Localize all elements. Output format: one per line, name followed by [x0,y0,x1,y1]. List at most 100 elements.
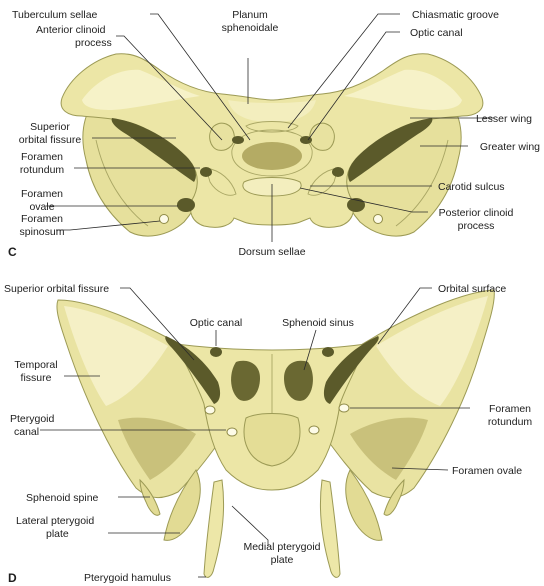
d-pterygoid-canal-left [226,427,238,437]
d-sphenoid-rostrum [243,413,301,467]
c-lesser-wing-right-highlight [344,69,462,110]
c-leader-anterior-clinoid [116,35,223,141]
c-pituitary-fossa [242,142,302,170]
c-label-foramen-rotundum-2: rotundum [20,164,65,176]
c-label-dorsum-sellae: Dorsum sellae [238,246,305,258]
c-label-foramen-spinosum-2: spinosum [20,226,65,238]
c-leader-chiasmatic [287,13,400,129]
d-label-pterygoid-canal-2: canal [14,426,39,438]
c-carotid-sulcus-right [307,167,339,196]
c-label-foramen-rotundum-1: Foramen [21,151,63,163]
d-label-optic-canal: Optic canal [190,317,243,329]
c-superior-orbital-fissure-left [111,118,196,182]
panel-c-illustration [60,53,484,237]
d-sphenoid-spine-right [383,478,405,516]
d-leader-superior-orbital [120,287,195,361]
d-superior-orbital-fissure-left [165,336,221,404]
c-foramen-ovale-left [177,198,195,212]
d-leader-foramen-ovale [391,467,449,471]
c-label-anterior-clinoid-1: Anterior clinoid [36,24,106,36]
c-foramen-rotundum-left [200,167,212,177]
d-label-lateral-pterygoid-2: plate [46,528,69,540]
d-label-orbital-surface: Orbital surface [438,283,506,295]
d-label-lateral-pterygoid-1: Lateral pterygoid [16,515,94,527]
d-leader-orbital-surface [377,287,432,345]
panel-d-labels: Superior orbital fissure Orbital surface… [4,283,532,585]
c-foramen-spinosum-right [373,214,383,224]
c-label-posterior-clinoid-1: Posterior clinoid [439,207,514,219]
c-label-planum-1: Planum [232,9,268,21]
c-label-foramen-ovale-1: Foramen [21,188,63,200]
d-orbital-surface-right [376,296,488,406]
panel-c-letter: C [8,245,17,259]
d-leader-sphenoid-sinus [303,329,317,371]
panel-d-letter: D [8,571,17,585]
d-medial-pterygoid-plate-left [203,479,225,578]
d-label-superior-orbital-fissure: Superior orbital fissure [4,283,109,295]
c-planum-sphenoidale [228,100,316,122]
c-leader-optic-canal [307,31,400,141]
d-optic-canal-left [210,347,222,357]
d-pterygoid-canal-right [308,425,320,435]
c-foramen-ovale-right [347,198,365,212]
c-label-superior-orbital-2: orbital fissure [19,134,82,146]
c-superior-orbital-fissure-right [348,118,433,182]
c-optic-canal-left [232,136,244,144]
panel-c-leader-lines [46,13,494,242]
d-label-sphenoid-sinus: Sphenoid sinus [282,317,354,329]
d-sphenoid-sinus-right [284,360,313,401]
d-optic-canal-right [322,347,334,357]
c-label-tuberculum-sellae: Tuberculum sellae [12,9,98,21]
c-carotid-sulcus-left [205,167,237,196]
c-label-optic-canal: Optic canal [410,27,463,39]
d-label-medial-pterygoid-2: plate [271,554,294,566]
panel-c-labels: Tuberculum sellae Planum sphenoidale Chi… [8,9,540,259]
d-label-pterygoid-canal-1: Pterygoid [10,413,55,425]
d-foramen-rotundum-right [338,403,350,413]
panel-d-leader-lines [40,287,470,578]
d-label-foramen-rotundum-1: Foramen [489,403,531,415]
c-lesser-wing-left-highlight [82,69,200,110]
c-label-planum-2: sphenoidale [222,22,279,34]
c-greater-wing-left-shade [95,139,149,227]
c-label-foramen-spinosum-1: Foramen [21,213,63,225]
c-anterior-clinoid-right [309,122,335,151]
c-sella-turcica [231,129,313,177]
c-label-greater-wing: Greater wing [480,141,540,153]
c-leader-posterior-clinoid [299,187,428,213]
c-label-superior-orbital-1: Superior [30,121,70,133]
d-lateral-pterygoid-plate-right [345,469,383,541]
c-label-posterior-clinoid-2: process [458,220,495,232]
d-label-sphenoid-spine: Sphenoid spine [26,492,99,504]
d-label-pterygoid-hamulus: Pterygoid hamulus [84,572,171,584]
c-greater-wing-right-shade [395,139,449,227]
d-sphenoid-spine-left [139,478,161,516]
c-label-foramen-ovale-2: ovale [29,201,54,213]
d-leader-medial-pterygoid [231,505,269,546]
c-label-anterior-clinoid-2: process [75,37,112,49]
d-label-temporal-1: Temporal [14,359,57,371]
d-label-foramen-ovale: Foramen ovale [452,465,522,477]
c-label-carotid-sulcus: Carotid sulcus [438,181,505,193]
c-label-lesser-wing: Lesser wing [476,113,532,125]
panel-d-illustration [56,289,495,578]
d-superior-orbital-fissure-right [323,336,379,404]
d-orbital-surface-left [64,306,168,406]
c-label-chiasmatic-groove: Chiasmatic groove [412,9,499,21]
d-wing-left-shadow [118,417,196,480]
c-leader-foramen-spinosum [56,220,161,231]
d-label-foramen-rotundum-2: rotundum [488,416,533,428]
d-sphenoid-sinus-left [231,360,260,401]
d-foramen-rotundum-left [204,405,216,415]
d-label-temporal-2: fissure [21,372,52,384]
c-foramen-spinosum-left [159,214,169,224]
c-leader-tuberculum [150,13,251,141]
d-medial-pterygoid-plate-right [319,479,341,578]
d-lateral-pterygoid-plate-left [163,469,201,541]
c-anterior-clinoid-left [209,122,235,151]
c-foramen-rotundum-right [332,167,344,177]
d-label-medial-pterygoid-1: Medial pterygoid [243,541,320,553]
d-wing-right-shadow [350,417,428,480]
